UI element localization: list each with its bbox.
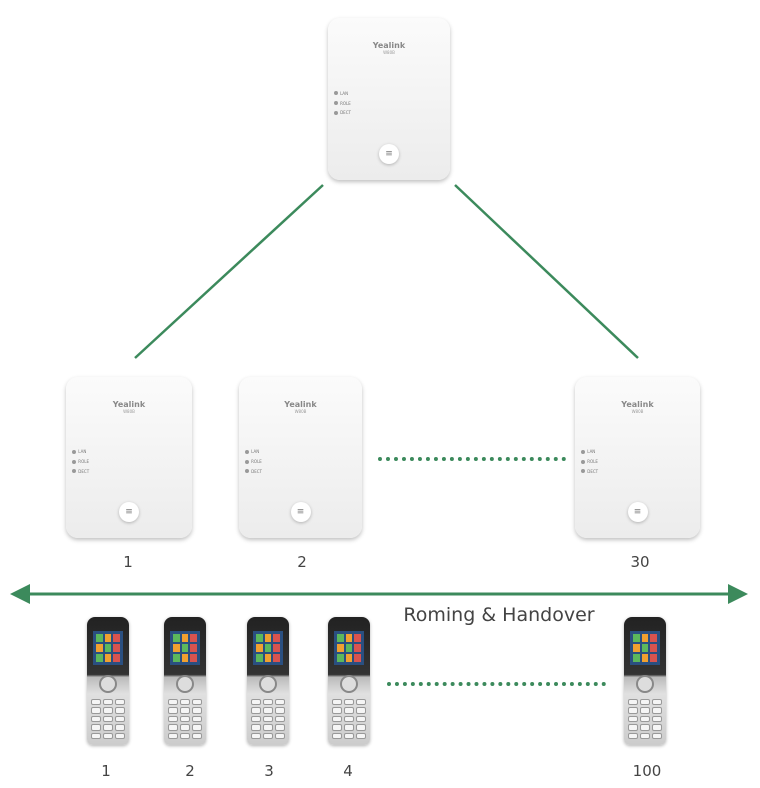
led-indicator: ROLE	[72, 459, 89, 464]
led-indicator: DECT	[334, 110, 351, 115]
led-label: ROLE	[587, 459, 598, 465]
model-label: W80B	[631, 409, 644, 415]
led-indicator: ROLE	[245, 459, 262, 464]
led-icon	[334, 101, 339, 106]
handset-2	[164, 617, 206, 745]
handset-1	[87, 617, 129, 745]
nav-key-icon	[636, 675, 654, 693]
led-icon	[245, 469, 250, 474]
base-ellipsis-line	[378, 457, 566, 461]
handset-ellipsis-line	[387, 682, 606, 686]
led-indicator: DECT	[581, 469, 598, 474]
handset-screen	[630, 631, 660, 665]
led-label: LAN	[78, 449, 87, 455]
menu-icon: ≡	[627, 501, 648, 522]
led-label: DECT	[587, 468, 599, 474]
handset-label: 2	[185, 762, 195, 780]
led-indicator: ROLE	[334, 101, 351, 106]
base-label: 30	[630, 553, 650, 571]
handset-4	[328, 617, 370, 745]
model-label: W80B	[294, 409, 307, 415]
handset-screen	[170, 631, 200, 665]
nav-key-icon	[340, 675, 358, 693]
handset-3	[247, 617, 289, 745]
led-icon	[581, 469, 586, 474]
led-indicator: ROLE	[581, 459, 598, 464]
handset-screen	[334, 631, 364, 665]
brand-logo: Yealink	[112, 399, 146, 409]
nav-key-icon	[259, 675, 277, 693]
led-icon	[334, 91, 339, 96]
handset-label: 1	[101, 762, 111, 780]
base-label: 2	[297, 553, 307, 571]
led-indicator: DECT	[245, 469, 262, 474]
led-indicator: LAN	[581, 449, 595, 454]
led-icon	[72, 449, 77, 454]
led-label: DECT	[340, 110, 351, 116]
arrow-head-left	[10, 584, 30, 604]
led-label: LAN	[251, 449, 260, 455]
link-line-left	[134, 184, 324, 359]
roaming-label: Roming & Handover	[403, 604, 595, 626]
led-icon	[72, 469, 77, 474]
led-icon	[245, 459, 250, 464]
led-label: LAN	[340, 90, 349, 96]
brand-logo: Yealink	[621, 399, 654, 409]
led-indicator: LAN	[72, 449, 86, 454]
led-label: ROLE	[340, 100, 351, 106]
led-icon	[581, 459, 586, 464]
led-icon	[581, 449, 586, 454]
brand-logo: Yealink	[284, 399, 317, 409]
keypad	[91, 699, 125, 739]
led-label: ROLE	[78, 459, 89, 465]
nav-key-icon	[176, 675, 194, 693]
nav-key-icon	[99, 675, 117, 693]
led-icon	[245, 449, 250, 454]
arrow-head-right	[728, 584, 748, 604]
led-indicator: DECT	[72, 469, 89, 474]
led-label: DECT	[251, 468, 262, 474]
led-label: ROLE	[251, 459, 262, 465]
keypad	[251, 699, 285, 739]
menu-icon: ≡	[290, 501, 311, 522]
led-icon	[72, 459, 77, 464]
base-label: 1	[123, 553, 133, 571]
handset-label: 100	[632, 762, 662, 780]
led-label: LAN	[587, 449, 596, 455]
link-line-right	[454, 184, 639, 359]
led-label: DECT	[78, 468, 90, 474]
handset-screen	[253, 631, 283, 665]
handset-label: 4	[343, 762, 353, 780]
keypad	[168, 699, 202, 739]
led-indicator: LAN	[334, 91, 348, 96]
menu-icon: ≡	[119, 501, 139, 522]
keypad	[332, 699, 366, 739]
brand-logo: Yealink	[372, 40, 406, 50]
model-label: W80B	[123, 409, 135, 415]
led-icon	[334, 110, 339, 115]
handset-screen	[93, 631, 123, 665]
handset-100	[624, 617, 666, 745]
led-indicator: LAN	[245, 449, 259, 454]
model-label: W80B	[383, 50, 395, 56]
handset-label: 3	[264, 762, 274, 780]
keypad	[628, 699, 662, 739]
menu-icon: ≡	[379, 143, 399, 164]
